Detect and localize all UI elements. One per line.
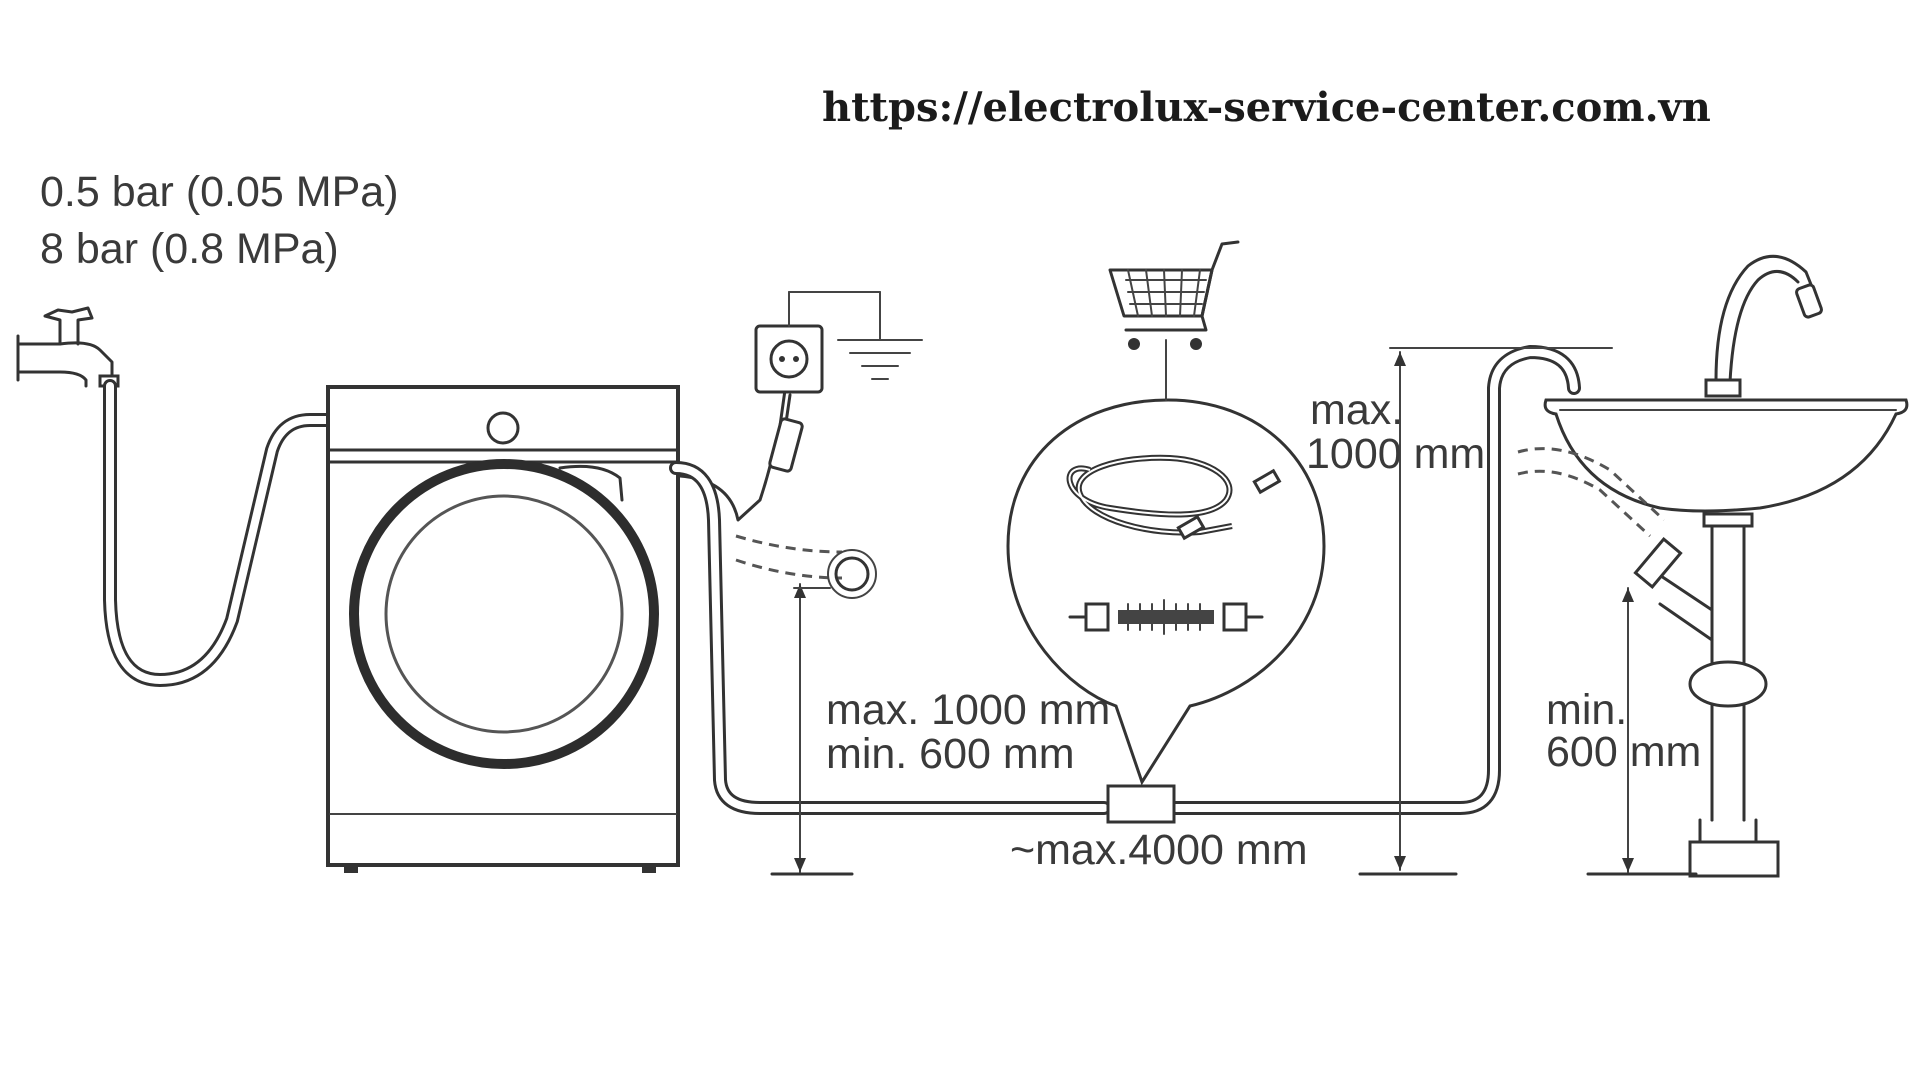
standpipe-max-label: max. [1310,386,1403,434]
pressure-max-label: 8 bar (0.8 MPa) [40,225,339,273]
power-cable [678,388,804,522]
sink-drain-option [1517,447,1666,538]
accessory-callout [1006,339,1326,786]
hose-length-label: ~max.4000 mm [1010,826,1308,874]
power-socket-icon [754,291,881,394]
shopping-cart-icon [1108,240,1240,350]
door-glass [384,494,624,734]
drain-hose [669,345,1581,815]
water-tap-icon [16,306,120,388]
drain-wall-max-label: max. 1000 mm [826,686,1110,734]
sink-min-label: min. [1546,686,1627,734]
standpipe-value-label: 1000 mm [1306,430,1485,478]
sink-dimension [1586,587,1698,876]
hose-connector-box [1106,784,1176,824]
sink-value-label: 600 mm [1546,728,1701,776]
extension-hose-icon [1066,454,1282,541]
drain-wall-dimension [770,583,854,876]
pressure-min-label: 0.5 bar (0.05 MPa) [40,168,399,216]
hose-connector-icon [1068,599,1264,635]
wall-drain-option [735,534,877,599]
sink-icon [1543,254,1909,878]
watermark-url: https://electrolux-service-center.com.vn [822,84,1711,131]
control-knob [486,411,520,445]
inlet-hose [103,379,337,687]
ground-symbol-icon [837,339,923,380]
standpipe-dimension [1358,347,1613,876]
washing-machine [326,385,680,873]
drain-wall-min-label: min. 600 mm [826,730,1075,778]
